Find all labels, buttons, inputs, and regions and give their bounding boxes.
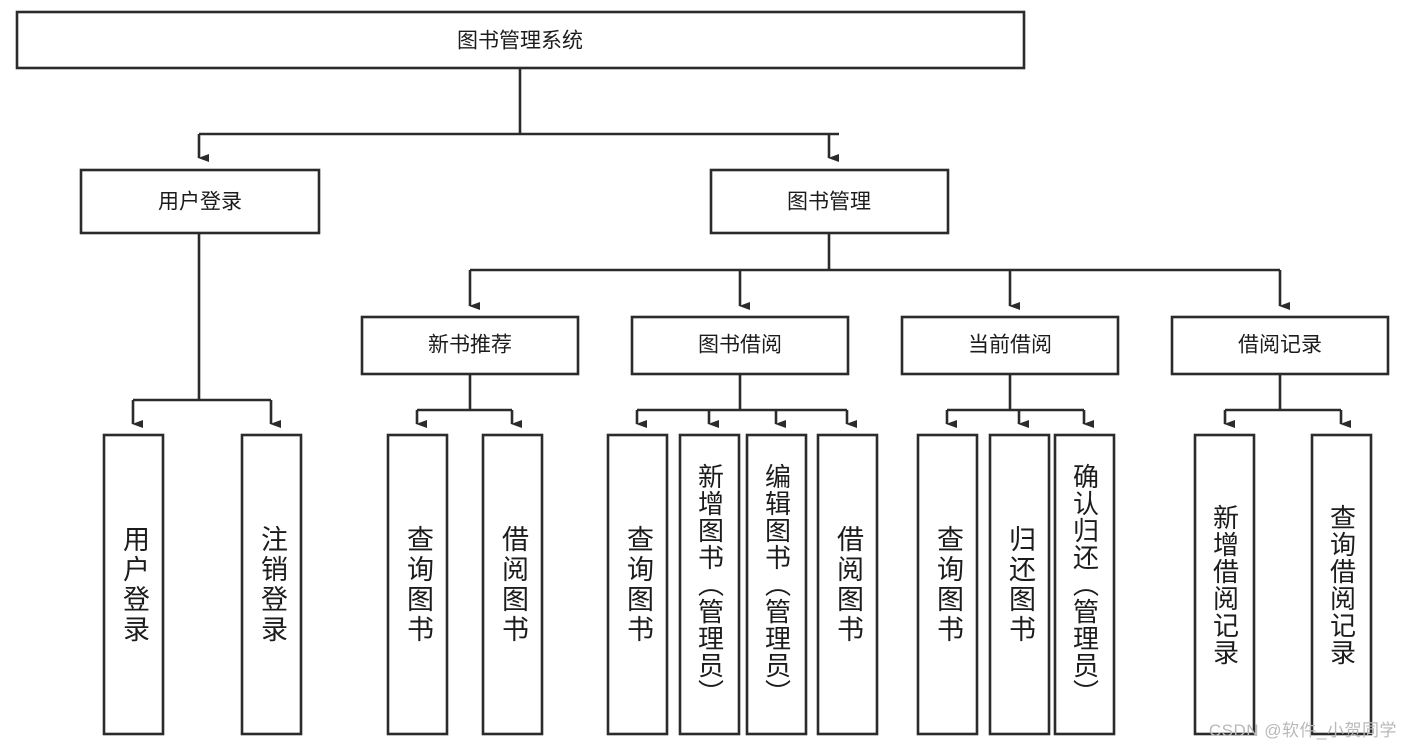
edge-group-book-borrow xyxy=(635,374,857,428)
node-new-book-recommend[interactable] xyxy=(360,315,580,376)
node-user-login[interactable] xyxy=(79,168,321,235)
leaf-box-edit-book-admin[interactable] xyxy=(745,433,808,736)
watermark-text: CSDN @软件_小贺同学 xyxy=(1208,721,1397,740)
node-root-system-label: 图书管理系统 xyxy=(457,30,583,53)
leaf-box-borrow-book-recommend[interactable] xyxy=(481,433,544,736)
node-book-borrow-label: 图书借阅 xyxy=(698,334,782,357)
node-borrow-record[interactable] xyxy=(1170,315,1390,376)
edge-group-current-borrow xyxy=(945,374,1094,428)
leaf-box-user-login[interactable] xyxy=(102,433,165,736)
edge-group-user-login xyxy=(131,233,281,428)
node-current-borrow-label: 当前借阅 xyxy=(968,334,1052,357)
edge-group-borrow-record xyxy=(1223,374,1351,428)
leaf-box-query-book-recommend[interactable] xyxy=(386,433,449,736)
node-user-login-label: 用户登录 xyxy=(158,191,242,214)
node-borrow-record-label: 借阅记录 xyxy=(1238,334,1322,357)
leaf-box-user-logout[interactable] xyxy=(240,433,303,736)
node-current-borrow[interactable] xyxy=(900,315,1120,376)
leaf-box-confirm-return-admin[interactable] xyxy=(1053,433,1116,736)
node-book-management-label: 图书管理 xyxy=(787,191,871,214)
leaf-box-query-book-current[interactable] xyxy=(916,433,979,736)
edge-group-root xyxy=(197,68,839,162)
leaf-box-query-borrow-record[interactable] xyxy=(1310,433,1373,736)
node-root-system[interactable] xyxy=(15,10,1026,70)
leaf-box-return-book[interactable] xyxy=(988,433,1051,736)
node-book-borrow[interactable] xyxy=(630,315,850,376)
edge-group-new-book xyxy=(415,374,522,428)
leaf-box-add-book-admin[interactable] xyxy=(678,433,741,736)
leaf-box-borrow-book[interactable] xyxy=(816,433,879,736)
node-book-management[interactable] xyxy=(709,168,950,235)
leaf-box-query-book-borrow[interactable] xyxy=(606,433,669,736)
edge-group-book-management xyxy=(468,233,1290,310)
leaf-box-add-borrow-record[interactable] xyxy=(1193,433,1256,736)
node-new-book-recommend-label: 新书推荐 xyxy=(428,334,512,357)
